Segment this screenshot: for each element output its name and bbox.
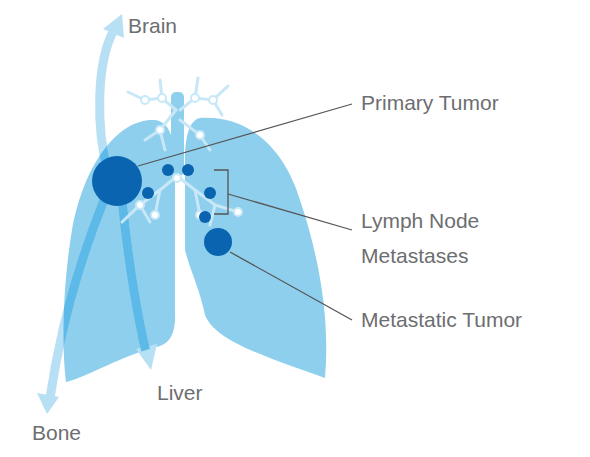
airway-tree	[122, 78, 238, 225]
trachea	[171, 92, 184, 176]
leader-line	[138, 104, 352, 166]
leader-lines	[138, 104, 352, 320]
airway-node	[136, 201, 144, 209]
brain-arrowhead	[103, 14, 124, 38]
right-lung	[185, 118, 326, 378]
liver-arrow-inner	[122, 200, 146, 352]
bone-arrow-inner	[50, 200, 104, 398]
primary-tumor	[92, 156, 142, 206]
left-lung	[64, 120, 176, 382]
leader-line	[228, 194, 352, 230]
region-label: Lymph Node Metastases	[361, 203, 511, 273]
brain-arrow	[100, 30, 114, 172]
lymph-nodes	[142, 164, 216, 223]
liver-arrow	[122, 200, 146, 352]
airway-node	[191, 94, 199, 102]
airway-node	[151, 211, 159, 219]
airway	[180, 78, 228, 150]
lymph-node	[182, 164, 194, 176]
lymph-bracket	[214, 170, 228, 214]
region-label: Brain	[128, 14, 177, 38]
lymph-node	[142, 187, 154, 199]
bone-arrowhead	[37, 393, 59, 414]
region-label: Metastatic Tumor	[361, 308, 522, 332]
region-label: Bone	[32, 421, 81, 445]
airway-node	[196, 131, 204, 139]
airway-node	[209, 96, 217, 104]
airway-node	[158, 94, 166, 102]
lymph-node	[204, 187, 216, 199]
bone-arrow	[50, 200, 104, 398]
airway-node	[156, 126, 164, 134]
airway-nodes	[136, 94, 242, 219]
region-label: Primary Tumor	[361, 91, 499, 115]
airway-node	[173, 174, 181, 182]
airway-node	[234, 208, 242, 216]
region-label: Liver	[157, 381, 203, 405]
airway-node	[141, 96, 149, 104]
lymph-node	[162, 164, 174, 176]
arrow-heads	[37, 14, 157, 414]
leader-line	[230, 252, 352, 320]
metastatic-tumor	[204, 228, 232, 256]
lymph-node	[199, 211, 211, 223]
brain-arrow-inner	[100, 30, 114, 172]
airway	[128, 80, 176, 150]
